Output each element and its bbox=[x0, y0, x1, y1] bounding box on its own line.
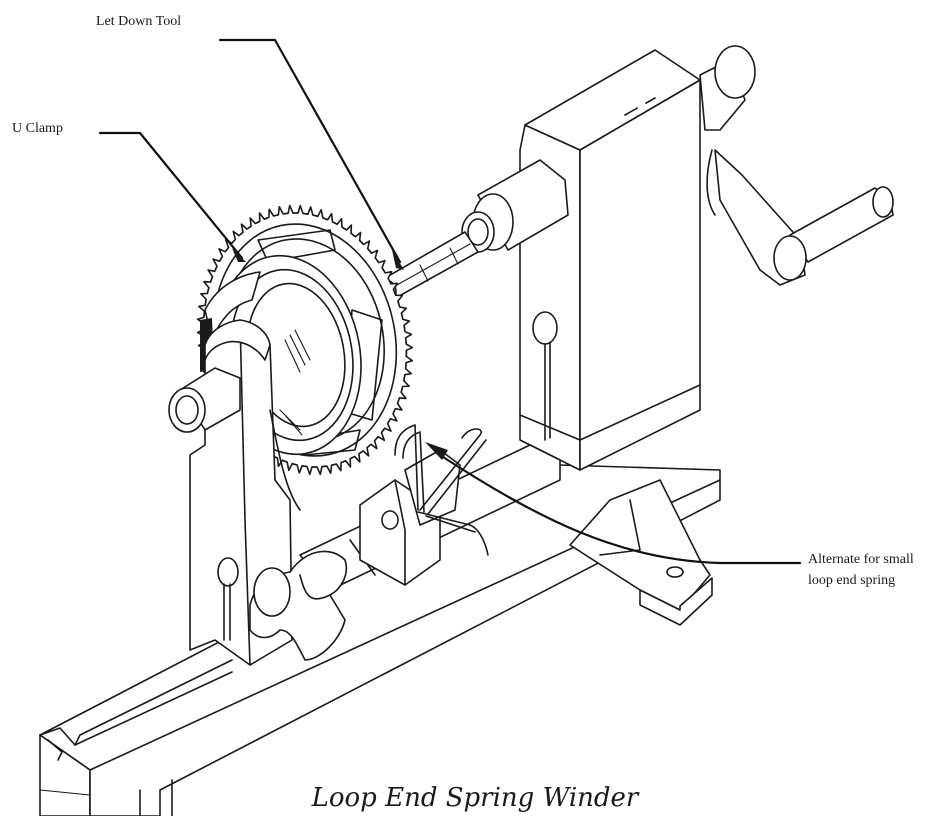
u-clamp-label: U Clamp bbox=[12, 121, 63, 136]
crank-handle bbox=[699, 45, 894, 286]
headstock-upright bbox=[519, 49, 701, 471]
base-rail bbox=[39, 464, 721, 816]
base-foot bbox=[569, 479, 713, 626]
diagram-caption: Loop End Spring Winder bbox=[311, 783, 640, 813]
alternate-label-line1: Alternate for small bbox=[808, 552, 914, 567]
alternate-wire bbox=[394, 424, 489, 556]
alternate-label-line2: loop end spring bbox=[808, 573, 895, 588]
star-knob bbox=[249, 550, 348, 661]
alternate-leader bbox=[425, 442, 802, 565]
let-down-tool-label: Let Down Tool bbox=[96, 14, 181, 29]
u-clamp-leader bbox=[98, 131, 246, 262]
let-down-tool-leader bbox=[218, 38, 404, 270]
